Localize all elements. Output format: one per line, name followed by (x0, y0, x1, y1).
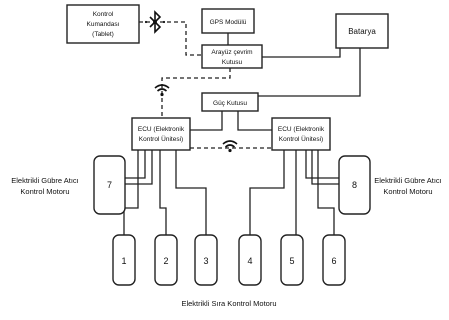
ecu-right-motor6 (317, 150, 335, 235)
tablet-node: Kontrol Kumandası (Tablet) (66, 4, 140, 44)
row-motor-4: 4 (238, 234, 262, 286)
ecu-right-label-line1: ECU (Elektronik (278, 126, 325, 133)
battery-label: Batarya (348, 27, 376, 36)
ecu-left-motor2 (159, 150, 167, 235)
fertilizer-label-left-line1: Elektrikli Gübre Atıcı (11, 176, 79, 185)
ecu-left-label-line2: Kontrol Ünitesi) (139, 135, 183, 143)
motor-6-label: 6 (331, 256, 336, 266)
motor-1-label: 1 (121, 256, 126, 266)
ecu-left-motor3 (175, 150, 207, 235)
row-motor-5: 5 (280, 234, 304, 286)
motor-8-label: 8 (352, 180, 357, 190)
motor-4-label: 4 (247, 256, 252, 266)
fertilizer-label-right-line2: Kontrol Motoru (383, 187, 432, 196)
bluetooth-icon (144, 10, 166, 34)
ecu-left-node: ECU (Elektronik Kontrol Ünitesi) (131, 117, 191, 151)
tablet-label-line3: (Tablet) (92, 31, 114, 38)
row-motor-1: 1 (112, 234, 136, 286)
ecu-right-motor8-b (311, 150, 339, 185)
ecu-right-motor4 (249, 150, 285, 235)
row-motor-6: 6 (322, 234, 346, 286)
power-label: Güç Kutusu (213, 100, 247, 107)
gps-label: GPS Modülü (210, 19, 247, 26)
tablet-label-line2: Kumandası (87, 21, 120, 28)
battery-node: Batarya (335, 13, 389, 49)
tablet-bluetooth-link (139, 21, 206, 56)
power-ecu-left-link (190, 111, 223, 131)
fertilizer-motor-left: 7 (93, 155, 126, 215)
ecu-left-label-line1: ECU (Elektronik (138, 126, 185, 133)
motor-5-label: 5 (289, 256, 294, 266)
ecu-right-node: ECU (Elektronik Kontrol Ünitesi) (271, 117, 331, 151)
wifi-icon (154, 84, 170, 97)
interface-ecu-wifi-link (161, 68, 231, 118)
fertilizer-label-left-line2: Kontrol Motoru (20, 187, 69, 196)
power-ecu-right-link (237, 111, 272, 131)
battery-power-link (258, 48, 361, 97)
motor-3-label: 3 (203, 256, 208, 266)
fertilizer-motor-right: 8 (338, 155, 371, 215)
connections (123, 21, 361, 235)
interface-label-line2: Kutusu (222, 59, 243, 66)
power-node: Güç Kutusu (201, 92, 259, 112)
ecu-left-motor7-a (125, 150, 146, 179)
gps-node: GPS Modülü (201, 8, 255, 34)
row-motor-caption: Elektrikli Sıra Kontrol Motoru (181, 299, 276, 308)
fertilizer-label-right-line1: Elektrikli Gübre Atıcı (374, 176, 442, 185)
ecu-left-motor7-b (125, 150, 153, 185)
interface-node: Arayüz çevrim Kutusu (201, 44, 263, 69)
ecu-right-motor8-a (305, 150, 339, 179)
interface-label-line1: Arayüz çevrim (211, 49, 252, 56)
tablet-label-line1: Kontrol (93, 11, 114, 18)
row-motor-3: 3 (194, 234, 218, 286)
motor-7-label: 7 (107, 180, 112, 190)
wifi-icon (222, 140, 238, 153)
ecu-right-label-line2: Kontrol Ünitesi) (279, 135, 323, 143)
ecu-left-motor1 (123, 150, 139, 235)
interface-battery-link (262, 38, 341, 58)
row-motor-2: 2 (154, 234, 178, 286)
motor-2-label: 2 (163, 256, 168, 266)
